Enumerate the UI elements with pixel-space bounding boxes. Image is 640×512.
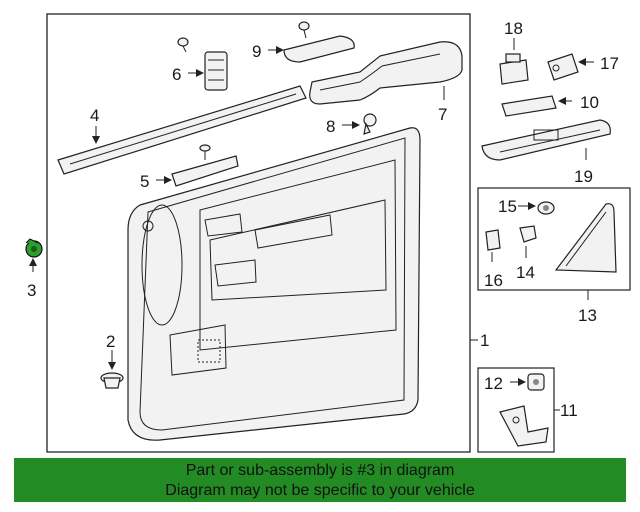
callout-10: 10 (580, 93, 599, 112)
callout-17: 17 (600, 54, 619, 73)
callout-6: 6 (172, 65, 181, 84)
info-banner: Part or sub-assembly is #3 in diagram Di… (14, 458, 626, 502)
callout-5: 5 (140, 172, 149, 191)
callout-3: 3 (27, 281, 36, 300)
callout-7: 7 (438, 105, 447, 124)
part-17-switch (547, 53, 579, 81)
callout-4: 4 (90, 106, 99, 125)
part-19-switch-panel (481, 119, 611, 161)
part-9-bezel (283, 21, 355, 63)
part-5-bracket (171, 144, 239, 187)
callout-9: 9 (252, 42, 261, 61)
callout-18: 18 (504, 19, 523, 38)
part-12-plug (527, 373, 545, 391)
part-18-switch (499, 53, 529, 85)
group-13-frame (477, 187, 631, 291)
banner-line-1: Part or sub-assembly is #3 in diagram (185, 462, 455, 479)
callout-15: 15 (498, 197, 517, 216)
callout-2: 2 (106, 332, 115, 351)
door-trim-panel (127, 127, 421, 441)
part-14-clip (519, 225, 537, 243)
part-11-bracket (499, 405, 549, 447)
part-2-clip (100, 372, 124, 389)
part-3-clip-highlighted (25, 238, 43, 258)
callout-19: 19 (574, 167, 593, 186)
banner-line-2: Diagram may not be specific to your vehi… (165, 482, 475, 499)
part-4-trim-strip (57, 85, 307, 175)
callout-1: 1 (480, 331, 489, 350)
screw-near-6 (177, 37, 189, 53)
callout-14: 14 (516, 263, 535, 282)
part-10-strip (501, 95, 557, 117)
part-13-corner-cover (554, 203, 617, 273)
door-panel-frame (46, 13, 471, 453)
part-6-switch (204, 51, 228, 91)
part-16-clip (485, 229, 501, 251)
callout-12: 12 (484, 374, 503, 393)
part-15-clip (537, 201, 555, 215)
callout-13: 13 (578, 306, 597, 325)
part-8-pin (363, 113, 377, 135)
callout-16: 16 (484, 271, 503, 290)
callout-8: 8 (326, 117, 335, 136)
callout-11: 11 (560, 401, 578, 420)
part-7-armrest (309, 41, 463, 105)
